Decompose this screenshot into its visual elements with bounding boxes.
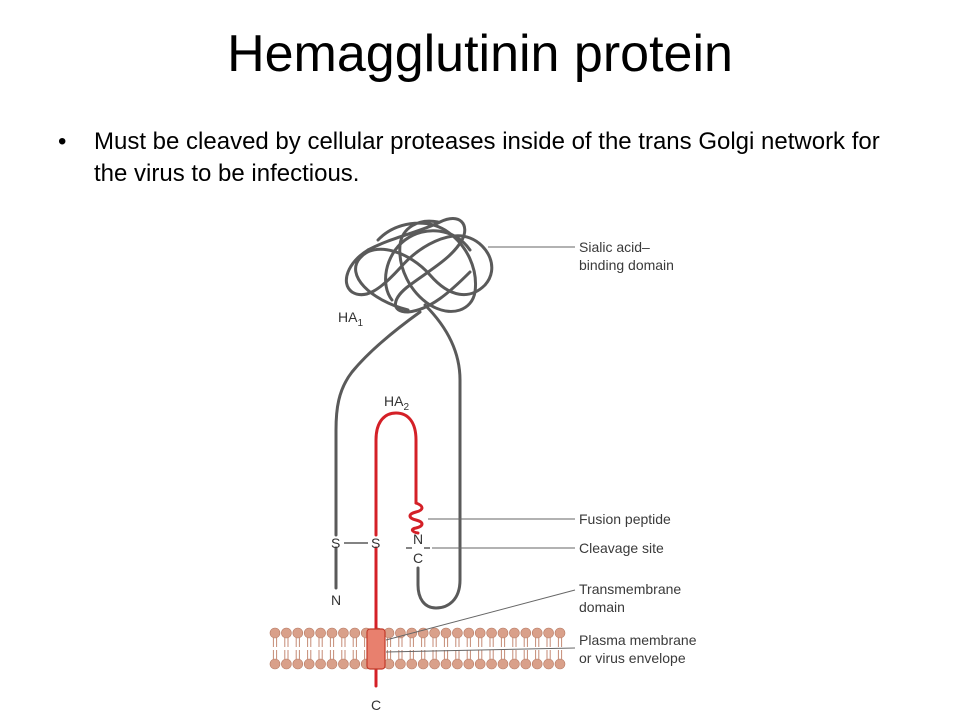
transmembrane-domain xyxy=(366,628,386,670)
lipid-head xyxy=(326,627,338,639)
lipid-head xyxy=(543,627,554,639)
lipid-bilayer xyxy=(269,627,566,670)
n-right-label: N xyxy=(413,531,423,547)
lipid-head xyxy=(349,658,361,670)
membrane-label-line2: or virus envelope xyxy=(579,650,686,666)
lipid-head xyxy=(497,658,509,670)
bullet-list: Must be cleaved by cellular proteases in… xyxy=(58,126,918,190)
lipid-head xyxy=(292,627,304,639)
sialic-label-line1: Sialic acid– xyxy=(579,239,650,255)
c-right-label: C xyxy=(413,550,423,566)
s-left-label: S xyxy=(331,535,340,551)
lipid-head xyxy=(486,627,497,639)
lipid-head xyxy=(520,627,532,639)
sialic-label-line2: binding domain xyxy=(579,257,674,273)
lipid-head xyxy=(543,658,554,670)
lipid-head xyxy=(429,627,440,639)
n-left-label: N xyxy=(331,592,341,608)
lipid-head xyxy=(509,658,520,670)
ha2-chain xyxy=(374,411,424,688)
lipid-head xyxy=(315,658,326,670)
lipid-head xyxy=(554,627,566,639)
lipid-head xyxy=(440,658,452,670)
lipid-head xyxy=(349,627,361,639)
lipid-head xyxy=(406,658,418,670)
leader-lines xyxy=(385,246,576,653)
transmembrane-label-line1: Transmembrane xyxy=(579,581,681,597)
s-right-label: S xyxy=(371,535,380,551)
ha1-label: HA1 xyxy=(338,309,363,329)
lipid-head xyxy=(395,658,406,670)
lipid-head xyxy=(281,627,292,639)
lipid-head xyxy=(315,627,326,639)
c-bottom-label: C xyxy=(371,697,381,713)
transmembrane-label-line2: domain xyxy=(579,599,625,615)
ha2-label: HA2 xyxy=(384,393,409,413)
lipid-head xyxy=(417,658,429,670)
ha1-chain xyxy=(334,216,494,610)
lipid-head xyxy=(554,658,566,670)
lipid-head xyxy=(440,627,452,639)
lipid-head xyxy=(338,627,349,639)
lipid-head xyxy=(303,627,315,639)
lipid-head xyxy=(509,627,520,639)
lipid-head xyxy=(463,627,475,639)
lipid-head xyxy=(326,658,338,670)
lipid-head xyxy=(474,658,486,670)
lipid-head xyxy=(303,658,315,670)
lipid-head xyxy=(452,627,463,639)
lipid-head xyxy=(452,658,463,670)
slide-title: Hemagglutinin protein xyxy=(227,25,733,83)
fusion-peptide-label: Fusion peptide xyxy=(579,511,671,527)
lipid-head xyxy=(281,658,292,670)
lipid-head xyxy=(338,658,349,670)
lipid-head xyxy=(520,658,532,670)
lipid-head xyxy=(269,627,281,639)
cleavage-site-label: Cleavage site xyxy=(579,540,664,556)
membrane-label-line1: Plasma membrane xyxy=(579,632,697,648)
lipid-head xyxy=(429,658,440,670)
lipid-head xyxy=(497,627,509,639)
lipid-head xyxy=(292,658,304,670)
lipid-head xyxy=(531,627,543,639)
lipid-head xyxy=(463,658,475,670)
lipid-head xyxy=(486,658,497,670)
lipid-head xyxy=(531,658,543,670)
bullet-item: Must be cleaved by cellular proteases in… xyxy=(58,126,918,190)
lipid-head xyxy=(269,658,281,670)
lipid-head xyxy=(474,627,486,639)
